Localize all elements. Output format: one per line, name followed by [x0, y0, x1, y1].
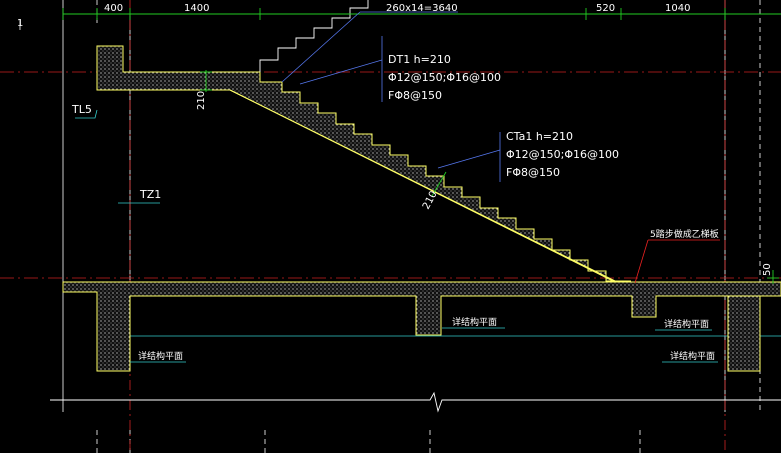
- right-dim-text: 50: [762, 263, 773, 276]
- cta1-rebar: Φ12@150;Φ16@100: [506, 148, 619, 161]
- red-vertical-grid: [129, 0, 726, 453]
- dimension-lines: [62, 8, 781, 284]
- slab-soffit: [229, 89, 616, 283]
- upper-steps: [259, 0, 369, 72]
- reference-lines: [19, 0, 761, 453]
- beam-note-mid: 详结构平面: [452, 316, 497, 328]
- top-dim-1040: 1040: [665, 3, 690, 14]
- slab-dim-left-text: 210: [196, 91, 207, 110]
- step-note: 5踏步做成乙梯板: [650, 228, 719, 240]
- beam-note-left: 详结构平面: [138, 350, 183, 362]
- viewport-label: 1: [17, 18, 23, 29]
- right-beam: [727, 295, 761, 372]
- top-dim-400: 400: [104, 3, 123, 14]
- dt1-name: DT1 h=210: [388, 53, 451, 66]
- beam-note-right: 详结构平面: [664, 318, 709, 330]
- level-lines: [0, 71, 781, 279]
- cta1-name: CTa1 h=210: [506, 130, 573, 143]
- structure: [62, 45, 781, 372]
- label-tl5: TL5: [71, 103, 92, 116]
- beam-note-far-right: 详结构平面: [670, 350, 715, 362]
- break-line: [50, 391, 781, 413]
- label-tz1: TZ1: [139, 188, 161, 201]
- top-dim-520: 520: [596, 3, 615, 14]
- top-dim-3640: 260x14=3640: [386, 3, 458, 14]
- cta1-dist: FΦ8@150: [506, 166, 560, 179]
- slab-dim-mid: [431, 171, 447, 197]
- leaders: [75, 11, 720, 363]
- dt1-dist: FΦ8@150: [388, 89, 442, 102]
- top-landing-slab: [96, 45, 631, 282]
- dt1-rebar: Φ12@150;Φ16@100: [388, 71, 501, 84]
- top-dim-1400: 1400: [184, 3, 209, 14]
